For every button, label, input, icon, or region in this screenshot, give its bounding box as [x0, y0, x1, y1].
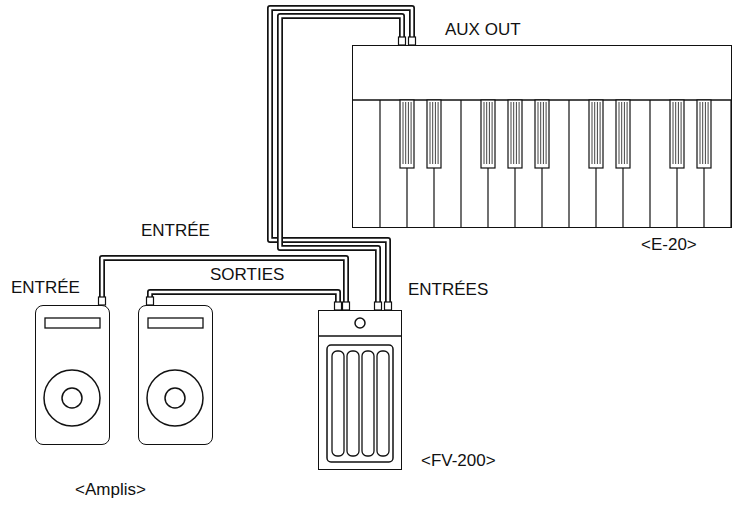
black-key-shade [619, 102, 620, 164]
cable-core [150, 292, 338, 310]
black-key-shade [405, 102, 406, 164]
black-key-shade [538, 102, 539, 164]
amplifier: ENTRÉE [138, 305, 213, 445]
keyboard: <E-20> [352, 45, 732, 228]
pedal-grooves [332, 351, 389, 456]
keyboard-body [352, 45, 732, 228]
port-label: ENTRÉES [408, 280, 488, 300]
black-key-shade [511, 102, 512, 164]
cable-plug [399, 37, 406, 45]
pedal-knob [355, 318, 365, 328]
black-key-shade [430, 102, 431, 164]
cable-outline [150, 292, 338, 310]
pedal-unit: <FV-200> [318, 310, 402, 470]
black-key-shade [408, 102, 409, 164]
device-label: <Amplis> [75, 480, 146, 500]
white-key-edge [649, 100, 650, 228]
cable-core [102, 258, 346, 310]
black-key-shade [546, 102, 547, 164]
black-key-shade [519, 102, 520, 164]
white-key-edge [379, 100, 380, 228]
audio-cable [270, 8, 416, 310]
black-key-shade [597, 102, 598, 164]
black-key [670, 100, 684, 168]
cable-plug [375, 302, 382, 310]
black-key-shade [438, 102, 439, 164]
amp-right-details [138, 305, 213, 445]
black-key-shade [492, 102, 493, 164]
white-key-edge [568, 100, 569, 228]
keyboard-keys [352, 100, 732, 228]
cable-plug [409, 37, 416, 45]
black-key [697, 100, 711, 168]
device-label: ENTRÉE [11, 278, 80, 298]
black-key-shade [540, 102, 541, 164]
amp-group: <Amplis> ENTRÉE ENTRÉE [30, 300, 220, 505]
black-key-shade [621, 102, 622, 164]
black-key-shade [432, 102, 433, 164]
black-key [508, 100, 522, 168]
black-key-shade [435, 102, 436, 164]
amp-left-details [35, 305, 110, 445]
black-key-shade [673, 102, 674, 164]
black-key [589, 100, 603, 168]
black-key-shade [594, 102, 595, 164]
audio-cable [280, 16, 406, 310]
black-key-shade [678, 102, 679, 164]
black-key-shade [513, 102, 514, 164]
cable-outline [270, 8, 412, 310]
pedal-plate [327, 345, 393, 462]
black-key-shade [681, 102, 682, 164]
black-key [535, 100, 549, 168]
black-key [616, 100, 630, 168]
black-key-shade [600, 102, 601, 164]
black-key-shade [705, 102, 706, 164]
cable-core [280, 16, 402, 310]
black-key-shade [403, 102, 404, 164]
black-key-shade [624, 102, 625, 164]
audio-cable [99, 258, 350, 310]
black-key-shade [543, 102, 544, 164]
black-key-shade [700, 102, 701, 164]
cable-plug [343, 302, 350, 310]
black-key-shade [484, 102, 485, 164]
audio-cable [147, 292, 342, 310]
black-key-shade [411, 102, 412, 164]
pedal-body [318, 310, 402, 470]
cable-plug [385, 302, 392, 310]
cable-core [270, 8, 412, 310]
amplifier: ENTRÉE [35, 305, 110, 445]
black-key-shade [708, 102, 709, 164]
device-label: <E-20> [641, 235, 697, 255]
black-key [481, 100, 495, 168]
cable-plug [147, 297, 154, 305]
pedal-panel-line [318, 335, 402, 337]
black-key-shade [486, 102, 487, 164]
black-key-shade [516, 102, 517, 164]
cable-outline [280, 16, 402, 310]
cable-plug [335, 302, 342, 310]
port-label: AUX OUT [445, 20, 521, 40]
black-key-shade [489, 102, 490, 164]
device-label: ENTRÉE [141, 221, 210, 241]
white-key-edge [460, 100, 461, 228]
black-key-shade [592, 102, 593, 164]
cable-outline [102, 258, 346, 310]
black-key [400, 100, 414, 168]
device-label: <FV-200> [421, 451, 496, 471]
cable-plug [99, 297, 106, 305]
black-key [427, 100, 441, 168]
black-key-shade [627, 102, 628, 164]
port-label: SORTIES [210, 265, 284, 285]
black-key-shade [702, 102, 703, 164]
black-key-shade [675, 102, 676, 164]
